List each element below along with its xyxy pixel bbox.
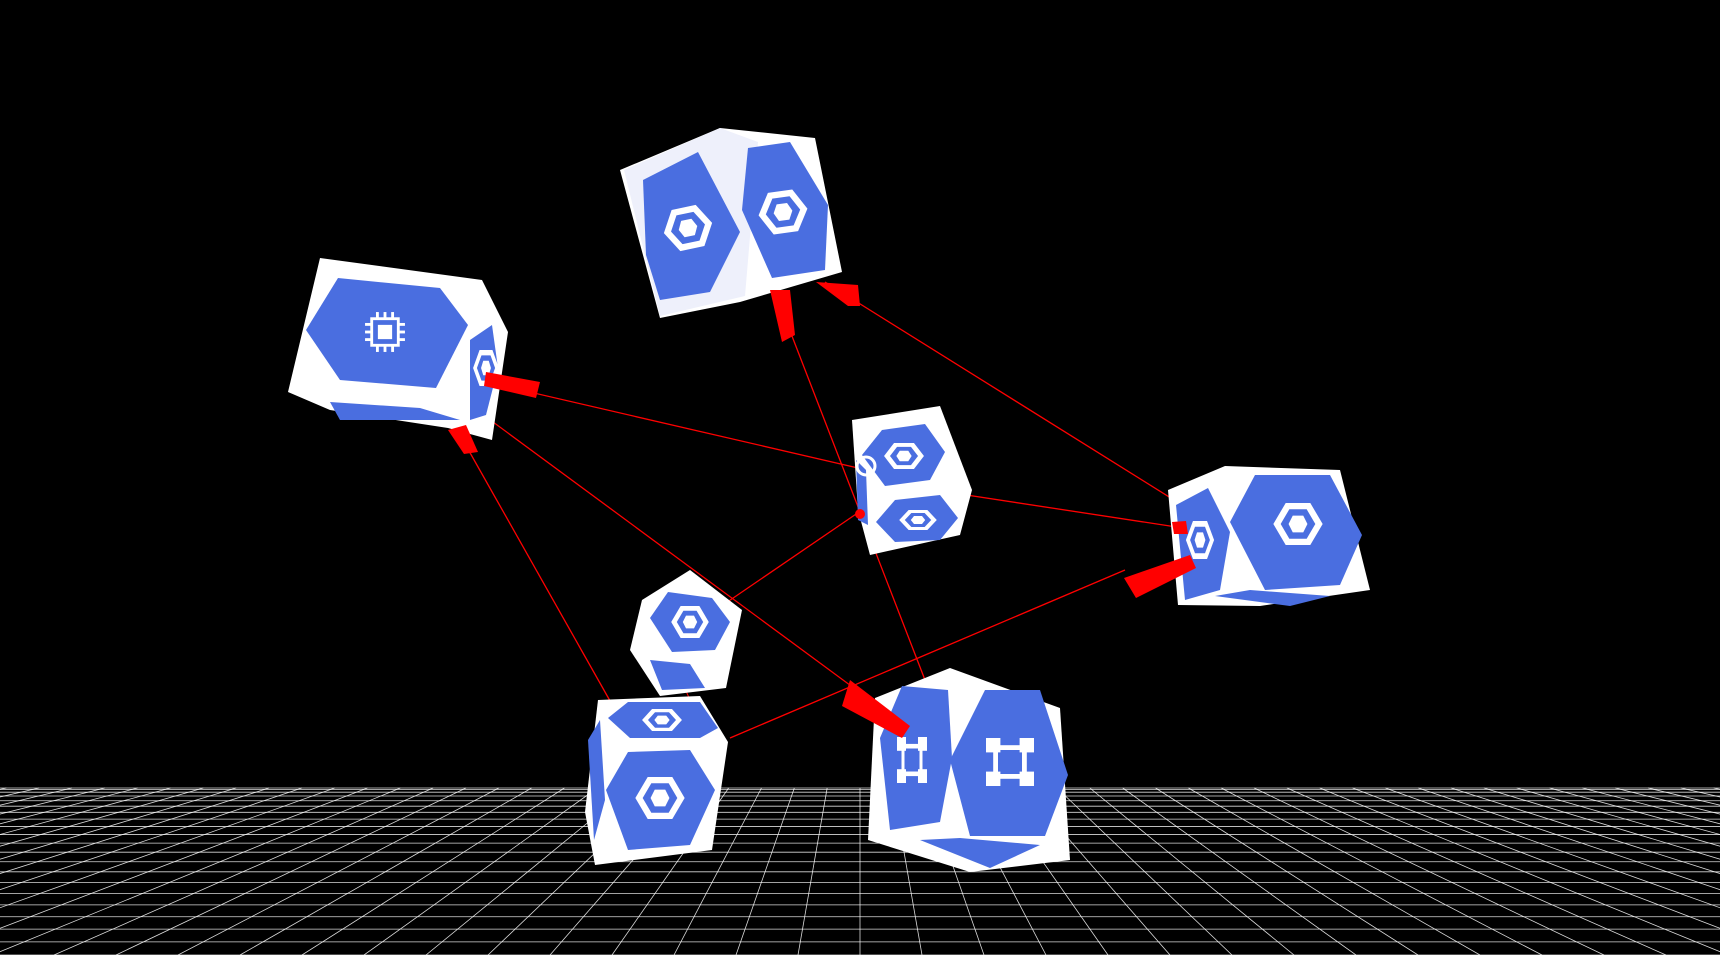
grid-line [735, 787, 795, 955]
grid-line [0, 787, 204, 847]
grid-line [115, 787, 467, 955]
grid-line [1352, 787, 1720, 929]
grid-line [1385, 787, 1720, 909]
grid-line [1549, 787, 1720, 835]
grid-line [797, 787, 828, 955]
grid-line [239, 787, 532, 955]
grid-line [1188, 787, 1481, 955]
edge-line [494, 383, 859, 469]
arrowhead [1124, 555, 1196, 598]
edge-line [459, 434, 619, 716]
edge-line [959, 493, 1184, 529]
edge-layer [459, 281, 1191, 739]
grid-line [1582, 787, 1720, 825]
grid-line [1418, 787, 1720, 891]
grid-line [363, 787, 598, 955]
grid-line [1155, 787, 1419, 955]
node-cube-top[interactable] [620, 128, 842, 318]
grid-line [53, 787, 434, 955]
edge-line [719, 509, 863, 608]
grid-line [301, 787, 565, 955]
grid-line [1220, 787, 1543, 955]
arrowhead-layer [448, 282, 1196, 738]
floor-grid [0, 787, 1720, 955]
node-cube-bottom-left[interactable] [585, 696, 728, 865]
node-cube-left[interactable] [288, 258, 508, 440]
edge-line [784, 317, 926, 681]
grid-line [0, 787, 138, 825]
arrowhead [448, 425, 478, 454]
grid-line [1253, 787, 1605, 955]
grid-line [1122, 787, 1357, 955]
grid-line [177, 787, 500, 955]
grid-line [0, 787, 270, 874]
grid-line [1450, 787, 1720, 874]
grid-line [0, 787, 368, 929]
grid-line [0, 787, 171, 835]
grid-line [0, 787, 237, 860]
grid-line [1483, 787, 1720, 860]
grid-line [673, 787, 762, 955]
node-cube-bottom-right[interactable] [868, 668, 1070, 872]
grid-line [0, 787, 335, 909]
grid-line [1516, 787, 1720, 847]
grid-line [0, 787, 401, 953]
grid-line [1319, 787, 1720, 953]
arrowhead [816, 282, 860, 306]
grid-line [0, 787, 302, 891]
grid-line [1056, 787, 1233, 955]
node-cube-small[interactable] [630, 570, 742, 696]
node-cube-right[interactable] [1168, 466, 1370, 606]
arrowhead [855, 509, 865, 519]
edge-line [824, 281, 1191, 511]
edge-line [469, 404, 901, 723]
compute-chip-icon [363, 310, 407, 354]
grid-line [1286, 787, 1667, 955]
edge-line [729, 569, 1126, 739]
grid-line [1089, 787, 1295, 955]
arrowhead [842, 680, 910, 738]
arrowhead [484, 372, 540, 398]
arrowhead [770, 290, 795, 342]
node-cube-center[interactable] [852, 406, 972, 555]
arrowhead [1172, 521, 1188, 534]
